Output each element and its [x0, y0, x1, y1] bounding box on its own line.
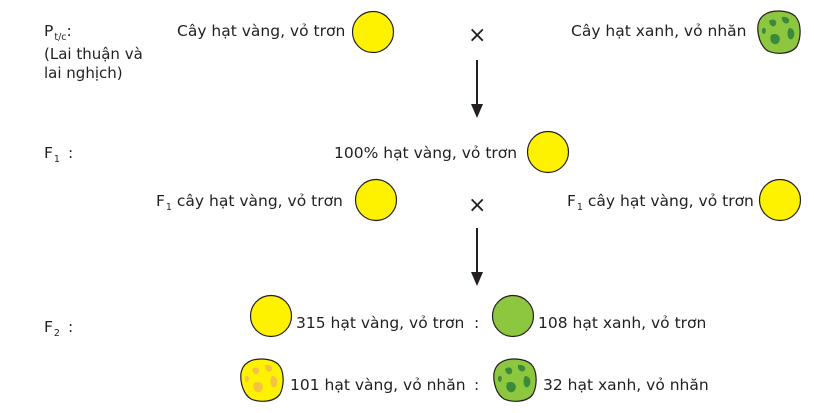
f2-green-wrinkled-label: 32 hạt xanh, vỏ nhăn [543, 376, 709, 394]
green-smooth-pea-icon [491, 294, 535, 338]
parent-left-label: Cây hạt vàng, vỏ trơn [177, 22, 346, 40]
p-generation-label: Pt/c: [44, 22, 72, 43]
yellow-smooth-pea-icon [526, 130, 570, 174]
yellow-smooth-pea-icon [758, 178, 802, 222]
cross-symbol-p: × [468, 23, 487, 48]
f2-yellow-wrinkled-label: 101 hạt vàng, vỏ nhăn [290, 376, 466, 394]
f1-result-label: 100% hạt vàng, vỏ trơn [334, 144, 518, 162]
cross-symbol-f1: × [468, 193, 487, 218]
yellow-smooth-pea-icon [354, 178, 398, 222]
f1-generation-label: F1: [44, 144, 74, 165]
yellow-wrinkled-pea-icon [240, 358, 284, 402]
yellow-smooth-pea-icon [249, 294, 293, 338]
f2-generation-label: F2: [44, 318, 74, 339]
green-wrinkled-pea-icon [493, 358, 537, 402]
p-subscript: t/c [54, 32, 67, 43]
p-note-line-1: (Lai thuận và [44, 45, 143, 63]
ratio-separator: : [474, 376, 480, 394]
arrow-down-icon [471, 60, 483, 118]
p-note-line-2: lai nghịch) [44, 64, 123, 82]
ratio-separator: : [474, 314, 480, 332]
green-wrinkled-pea-icon [757, 10, 801, 54]
f2-yellow-smooth-label: 315 hạt vàng, vỏ trơn [296, 314, 465, 332]
f1-cross-right-label: F1 cây hạt vàng, vỏ trơn [567, 192, 754, 213]
f2-green-smooth-label: 108 hạt xanh, vỏ trơn [538, 314, 707, 332]
parent-right-label: Cây hạt xanh, vỏ nhăn [571, 22, 747, 40]
arrow-down-icon [471, 228, 483, 286]
yellow-smooth-pea-icon [351, 10, 395, 54]
f1-cross-left-label: F1 cây hạt vàng, vỏ trơn [156, 192, 343, 213]
